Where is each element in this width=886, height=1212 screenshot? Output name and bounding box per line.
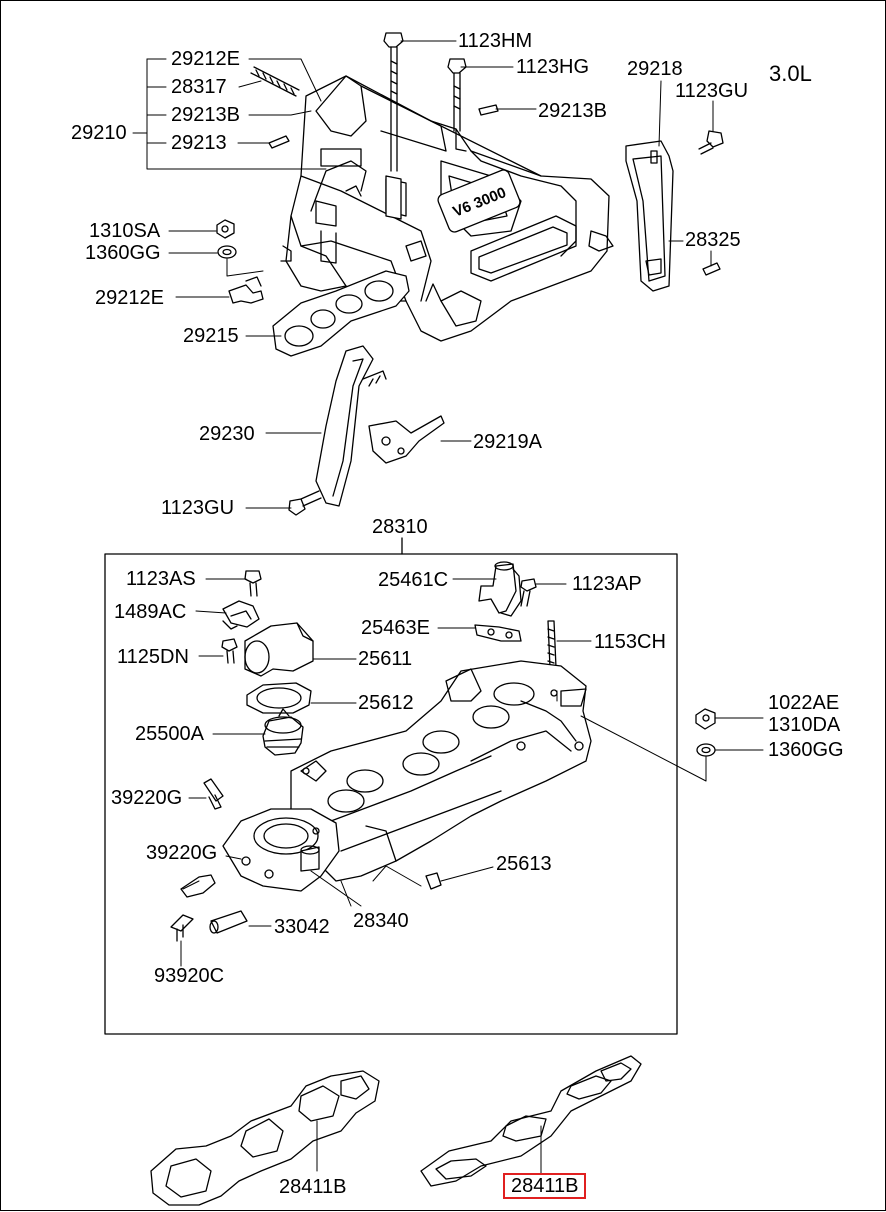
- water-pipe-25461C: [479, 562, 521, 616]
- label-1123AS[interactable]: 1123AS: [126, 568, 196, 590]
- bolt-1123AS: [245, 571, 261, 596]
- label-1310SA[interactable]: 1310SA: [89, 220, 161, 242]
- label-1022AE[interactable]: 1022AE: [768, 692, 840, 714]
- bolt-1123GU-top: [699, 131, 723, 154]
- thermostat-housing-25611: [245, 623, 313, 676]
- label-29230[interactable]: 29230: [199, 423, 255, 445]
- plug-25613: [426, 873, 441, 889]
- bolt-1125DN: [222, 639, 237, 663]
- label-28317[interactable]: 28317: [171, 76, 227, 98]
- sensor-93920C: [171, 915, 193, 941]
- label-29210[interactable]: 29210: [71, 122, 127, 144]
- label-39220G-b[interactable]: 39220G: [146, 842, 218, 864]
- label-1360GG-right[interactable]: 1360GG: [768, 739, 844, 761]
- label-1123HG[interactable]: 1123HG: [516, 56, 590, 78]
- label-1125DN[interactable]: 1125DN: [117, 646, 189, 668]
- label-25461C[interactable]: 25461C: [378, 569, 449, 591]
- label-28325[interactable]: 28325: [685, 229, 741, 251]
- bolt-1123HM: [384, 33, 403, 219]
- pin-29213: [269, 136, 289, 148]
- pin-29213B-top: [479, 105, 498, 115]
- label-25611[interactable]: 25611: [358, 648, 413, 670]
- label-1360GG-top[interactable]: 1360GG: [85, 242, 161, 264]
- label-engine: 3.0L: [769, 61, 812, 86]
- bolt-1123AP: [521, 579, 536, 606]
- gasket-28411B-left: [151, 1071, 379, 1205]
- label-29213B-left[interactable]: 29213B: [171, 104, 240, 126]
- label-29215[interactable]: 29215: [183, 325, 239, 347]
- label-28411B-right-highlighted[interactable]: 28411B: [503, 1173, 587, 1199]
- label-1123GU-top[interactable]: 1123GU: [675, 80, 749, 102]
- stud-28317: [251, 67, 299, 96]
- bracket-29218: [626, 141, 673, 291]
- stay-29230: [316, 346, 386, 506]
- label-1123GU-mid[interactable]: 1123GU: [161, 497, 235, 519]
- pin-28325: [703, 263, 720, 275]
- label-1123HM[interactable]: 1123HM: [458, 30, 533, 52]
- label-28340[interactable]: 28340: [353, 910, 409, 932]
- label-29213B-right[interactable]: 29213B: [538, 100, 607, 122]
- intake-manifold-lower: [291, 661, 591, 881]
- washer-1360GG-right: [697, 744, 715, 756]
- nut-1022AE: [696, 709, 715, 729]
- gasket-29215: [273, 271, 409, 356]
- washer-1360GG-top: [218, 246, 236, 258]
- label-39220G-a[interactable]: 39220G: [111, 787, 183, 809]
- label-29218[interactable]: 29218: [627, 58, 683, 80]
- label-28411B-left[interactable]: 28411B: [279, 1176, 347, 1198]
- gasket-25612: [247, 683, 311, 713]
- label-25463E[interactable]: 25463E: [361, 617, 430, 639]
- label-1489AC[interactable]: 1489AC: [114, 601, 187, 623]
- label-93920C[interactable]: 93920C: [154, 965, 225, 987]
- sensor-39220G-b: [181, 875, 215, 897]
- v6-3000-badge: V6 3000: [436, 168, 521, 234]
- label-1153CH[interactable]: 1153CH: [594, 631, 666, 653]
- label-29219A[interactable]: 29219A: [473, 431, 542, 453]
- nut-1310SA: [217, 220, 234, 238]
- gasket-28411B-right: [421, 1056, 641, 1186]
- label-29213[interactable]: 29213: [171, 132, 227, 154]
- label-33042[interactable]: 33042: [274, 916, 330, 938]
- label-29212E-top[interactable]: 29212E: [171, 48, 240, 70]
- label-25613[interactable]: 25613: [496, 853, 552, 875]
- clip-1489AC: [223, 601, 259, 629]
- leader-lines: [133, 41, 763, 1173]
- label-1123AP[interactable]: 1123AP: [572, 573, 642, 595]
- bracket-29219A: [369, 416, 444, 463]
- thermostat-25500A: [263, 709, 303, 755]
- sensor-39220G-a: [204, 779, 223, 809]
- bolt-1123HG: [448, 59, 466, 131]
- assembly-box-28310: [105, 554, 677, 1034]
- label-25612[interactable]: 25612: [358, 692, 414, 714]
- label-28310[interactable]: 28310: [372, 516, 428, 538]
- label-25500A[interactable]: 25500A: [135, 723, 204, 745]
- label-1310DA[interactable]: 1310DA: [768, 714, 841, 736]
- bolt-1123GU-mid: [289, 491, 321, 515]
- stud-33042: [210, 911, 247, 933]
- gasket-25463E: [475, 625, 521, 641]
- label-29212E-mid[interactable]: 29212E: [95, 287, 164, 309]
- water-outlet-housing: [223, 809, 339, 891]
- fitting-29212E: [229, 277, 263, 303]
